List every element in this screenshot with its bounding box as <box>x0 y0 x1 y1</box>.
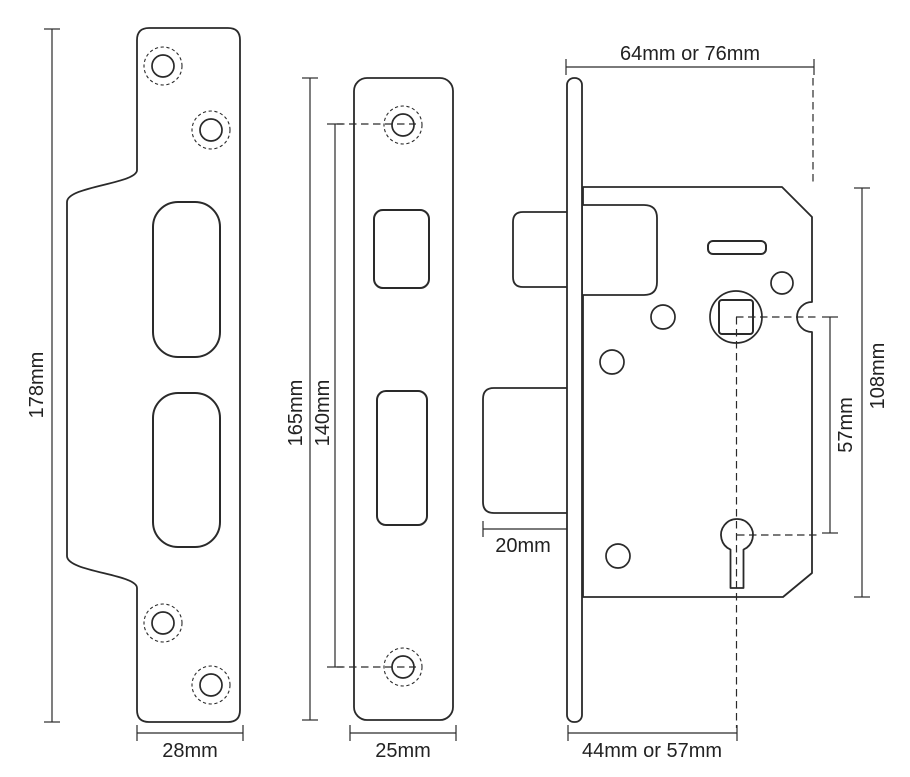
case-width-label: 64mm or 76mm <box>620 43 760 65</box>
screw-hole-bottom-1 <box>143 603 183 643</box>
dimension-faceplate-width: 25mm <box>349 725 457 762</box>
deadbolt <box>482 387 569 514</box>
strike-plate-width-label: 28mm <box>162 740 218 762</box>
keyhole <box>720 518 754 589</box>
faceplate-screw-hole-top <box>383 105 423 145</box>
lock-forend-plate <box>566 77 583 723</box>
latch-bolt-inner <box>581 204 658 296</box>
dimension-case-height: 108mm <box>854 187 889 598</box>
latch-bolt-outer <box>512 211 569 288</box>
faceplate-view: 165mm 140mm 25mm <box>285 77 457 762</box>
spindle-to-keyhole-label: 57mm <box>835 397 857 453</box>
dimension-faceplate-screw-centres: 140mm <box>312 123 343 668</box>
strike-plate-view: 178mm 28mm <box>26 27 244 762</box>
case-hole-3 <box>770 271 794 295</box>
backset-label: 44mm or 57mm <box>582 740 722 762</box>
screw-hole-top-1 <box>143 46 183 86</box>
case-hole-2 <box>599 349 625 375</box>
faceplate-screw-centres-label: 140mm <box>312 380 334 447</box>
dimension-strike-plate-height: 178mm <box>26 28 60 723</box>
dimension-strike-plate-width: 28mm <box>136 725 244 762</box>
dimension-faceplate-height: 165mm <box>285 77 318 721</box>
case-slot <box>707 240 767 255</box>
faceplate-bolt-cutout <box>376 390 428 526</box>
strike-plate-latch-cutout <box>152 201 221 358</box>
case-height-label: 108mm <box>867 343 889 410</box>
case-hole-4 <box>605 543 631 569</box>
dimension-backset: 44mm or 57mm <box>567 725 738 762</box>
strike-plate-bolt-cutout <box>152 392 221 548</box>
screw-hole-bottom-2 <box>191 665 231 705</box>
dimension-spindle-to-keyhole: 57mm <box>822 316 857 534</box>
strike-plate-height-label: 178mm <box>26 352 48 419</box>
faceplate-latch-cutout <box>373 209 430 289</box>
dimension-deadbolt: 20mm <box>482 521 567 557</box>
deadbolt-label: 20mm <box>495 535 551 557</box>
faceplate-height-label: 165mm <box>285 380 307 447</box>
case-hole-1 <box>650 304 676 330</box>
lock-body-view: 64mm or 76mm 57mm 108mm 20mm 44mm or 57m… <box>482 43 889 762</box>
dimension-case-width: 64mm or 76mm <box>565 43 815 75</box>
faceplate-width-label: 25mm <box>375 740 431 762</box>
screw-hole-top-2 <box>191 110 231 150</box>
